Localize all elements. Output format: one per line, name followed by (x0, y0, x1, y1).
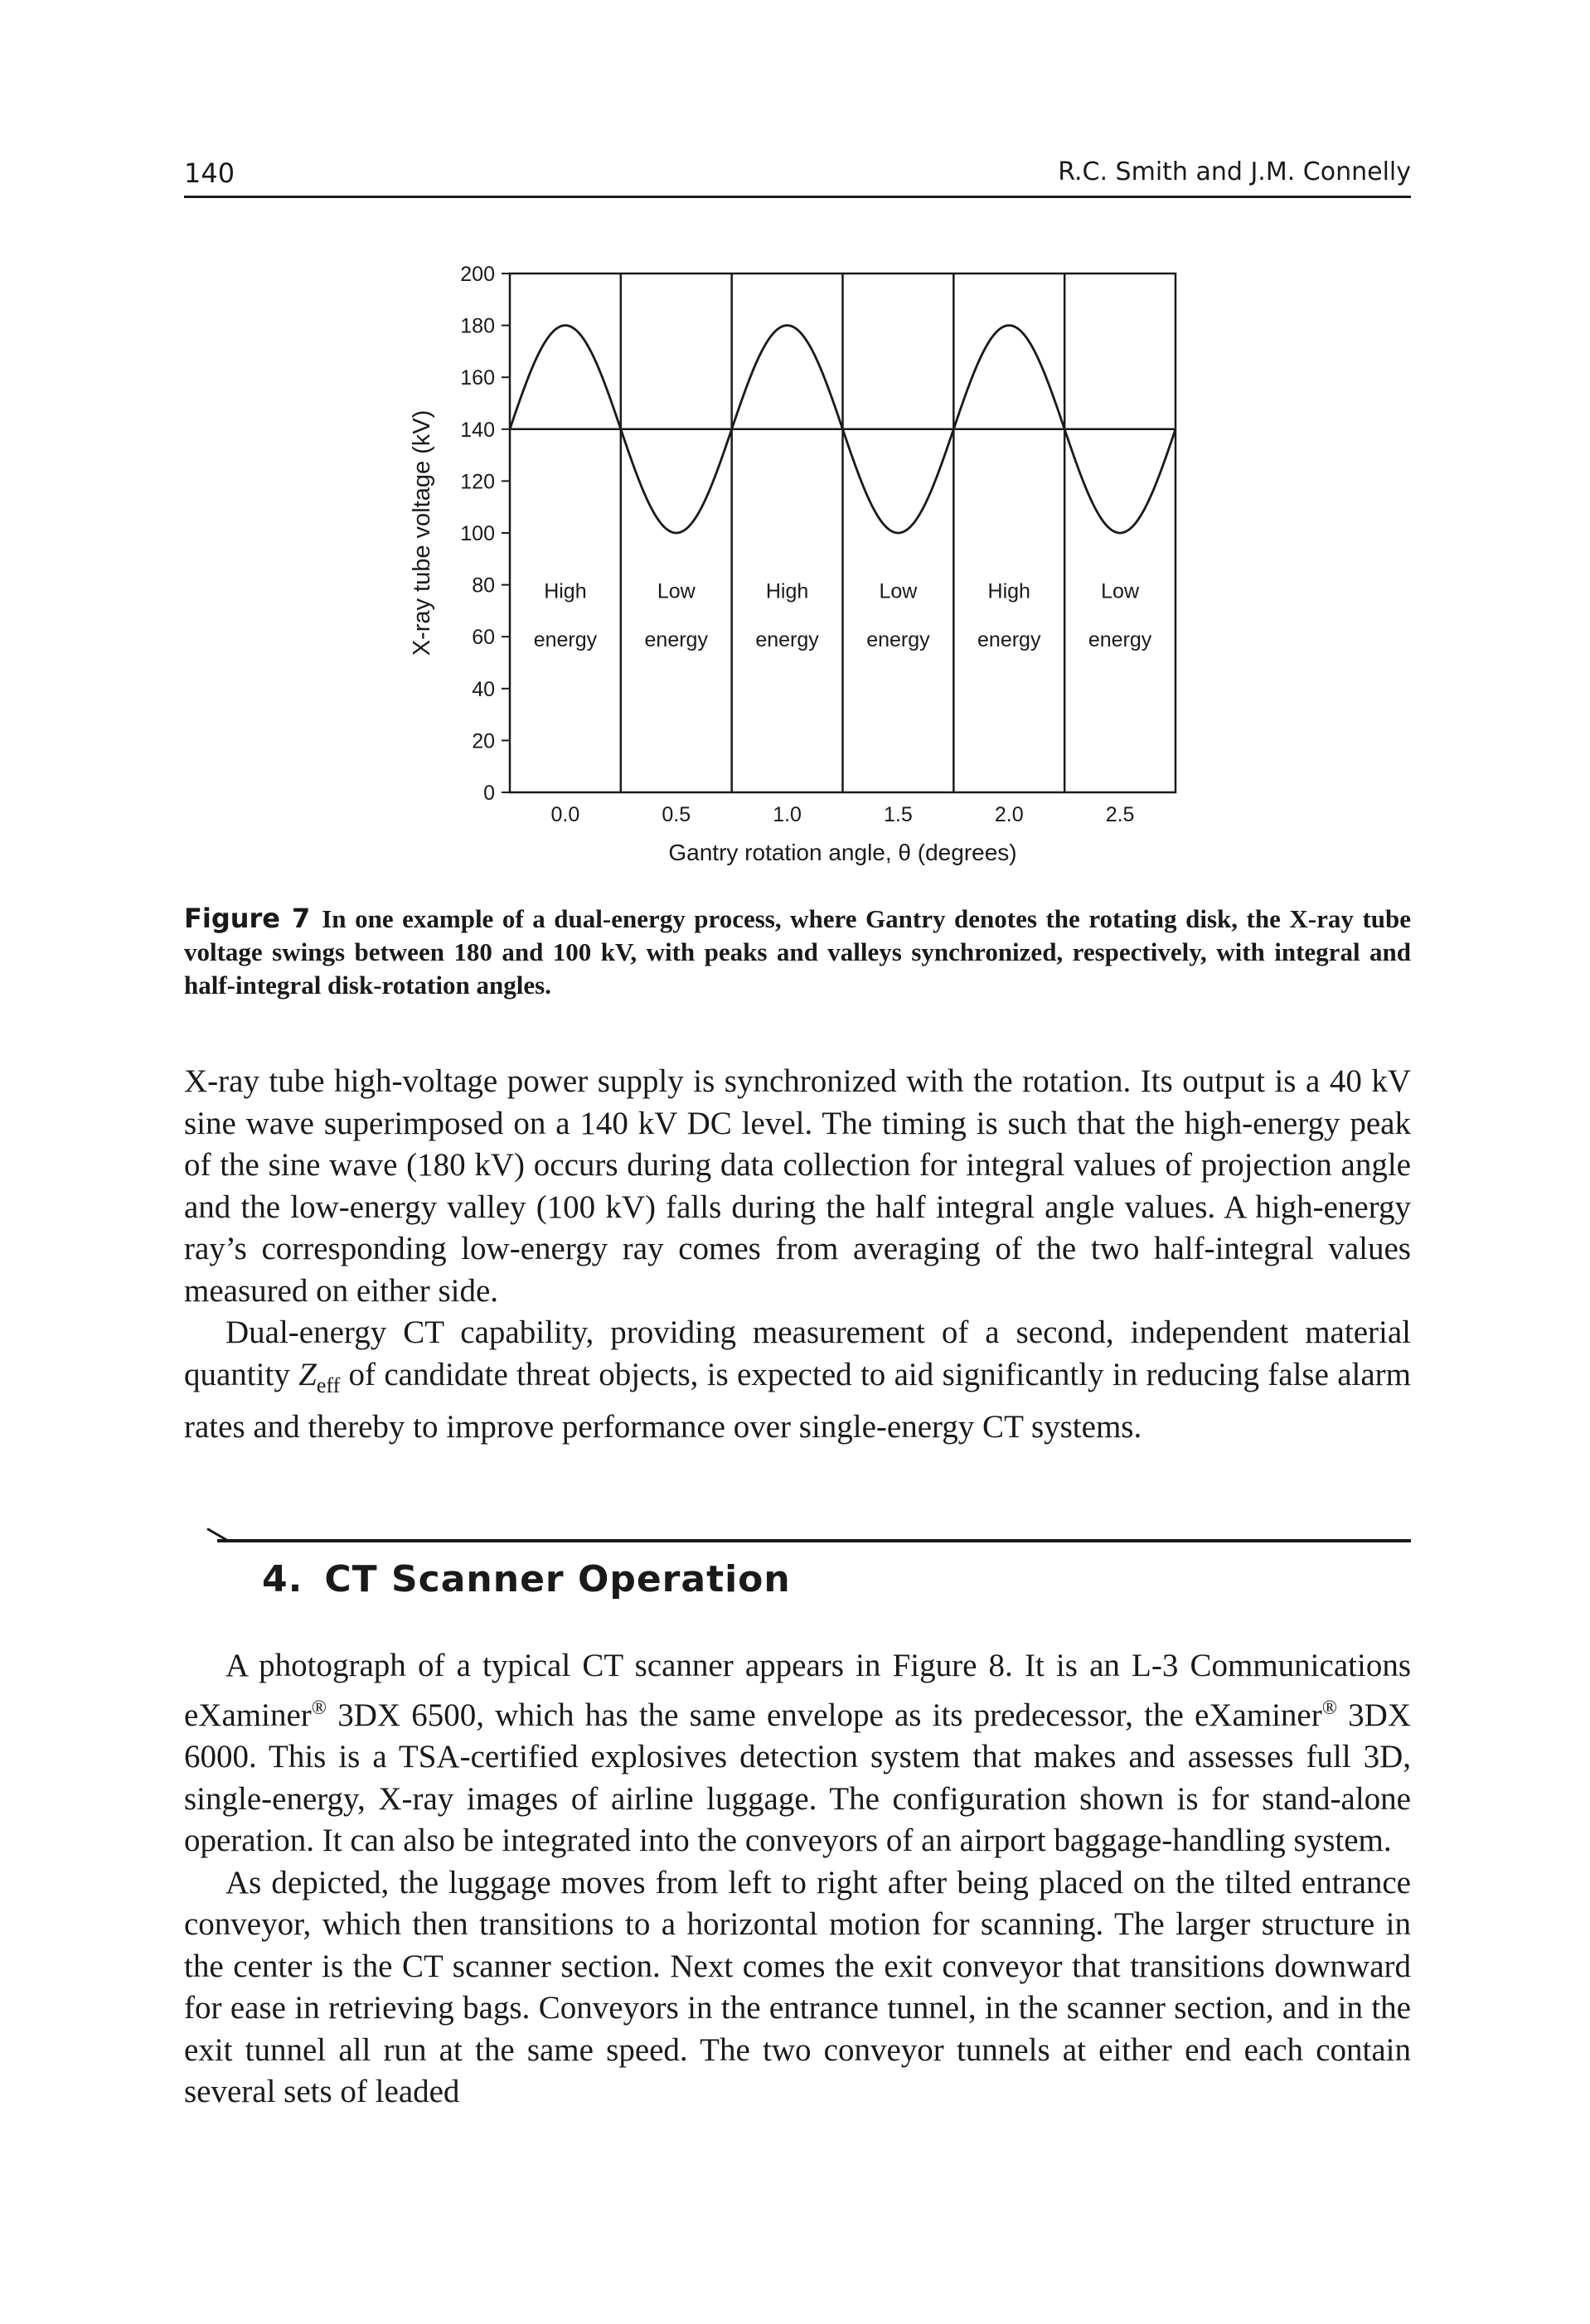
y-tick-label: 180 (460, 315, 495, 338)
paragraph-1: X-ray tube high-voltage power supply is … (184, 1063, 1411, 1309)
voltage-series-line (508, 324, 1177, 535)
x-tick-label: 0.0 (551, 803, 580, 826)
region-label-line1: High (988, 580, 1030, 603)
registered-mark: ® (1321, 1697, 1337, 1719)
section-4-paragraph-2: As depicted, the luggage moves from left… (184, 1864, 1411, 2110)
y-tick-label: 0 (483, 782, 495, 805)
chart-dividers (510, 274, 1176, 792)
voltage-chart: 0 20 40 60 80 100 120 140 160 180 200 0.0 0.5 1.0 1.5 2… (409, 263, 1177, 865)
region-label-line2: energy (866, 628, 930, 651)
body-section-3: X-ray tube high-voltage power supply is … (184, 1061, 1411, 1448)
paragraph-2: Dual-energy CT capability, providing mea… (184, 1312, 1411, 1448)
section-title: CT Scanner Operation (324, 1558, 791, 1600)
region-label-line2: energy (755, 628, 819, 651)
section-4-paragraph-1: A photograph of a typical CT scanner app… (184, 1645, 1411, 1862)
y-tick-label: 60 (472, 626, 495, 649)
running-head: 140 R.C. Smith and J.M. Connelly (184, 157, 1411, 196)
y-tick-label: 40 (472, 678, 495, 701)
x-tick-label: 0.5 (662, 803, 691, 826)
header-rule (184, 196, 1411, 198)
y-tick-label: 160 (460, 366, 495, 390)
page-number: 140 (184, 157, 235, 189)
y-axis-label: X-ray tube voltage (kV) (409, 410, 435, 656)
chart-series (508, 324, 1177, 535)
region-label-line2: energy (534, 628, 598, 651)
section-heading: 4. CT Scanner Operation (262, 1558, 791, 1600)
region-label-line2: energy (1088, 628, 1152, 651)
registered-mark: ® (311, 1697, 327, 1719)
s4p1-part-c: 3DX 6000. This is a TSA-certified explos… (184, 1697, 1411, 1859)
region-label-line2: energy (645, 628, 709, 651)
region-label-line1: Low (879, 580, 918, 603)
x-tick-label: 1.0 (773, 803, 802, 826)
y-tick-label: 120 (460, 470, 495, 493)
y-tick-label: 100 (460, 522, 495, 545)
figure-label: Figure 7 (184, 903, 311, 934)
body-section-4: A photograph of a typical CT scanner app… (184, 1645, 1411, 2113)
x-axis-label: Gantry rotation angle, θ (degrees) (668, 840, 1016, 865)
x-tick-label: 2.5 (1106, 803, 1135, 826)
chart-labels: High energy Low energy High energy Low energy Hi… (534, 580, 1152, 652)
region-label-line2: energy (977, 628, 1041, 651)
section-number: 4. (262, 1558, 303, 1600)
zeff-subscript: eff (316, 1373, 341, 1397)
region-label-line1: High (544, 580, 586, 603)
y-tick-label: 140 (460, 419, 495, 442)
chart-axes: 0 20 40 60 80 100 120 140 160 180 200 0.0 0.5 1.0 1.5 2… (409, 263, 1177, 865)
region-label-line1: Low (1101, 580, 1140, 603)
zeff-symbol: Z (298, 1356, 317, 1392)
region-label-line1: Low (657, 580, 696, 603)
running-head-authors: R.C. Smith and J.M. Connelly (1058, 157, 1411, 186)
y-tick-label: 80 (472, 574, 495, 598)
figure-caption-text: In one example of a dual-energy process,… (184, 904, 1412, 1000)
section-rule (217, 1539, 1411, 1542)
x-tick-label: 1.5 (884, 803, 913, 826)
y-tick-label: 200 (460, 263, 495, 286)
paragraph-2-part-a: Dual-energy CT capability, providing mea… (184, 1315, 1411, 1392)
x-tick-label: 2.0 (995, 803, 1024, 826)
paragraph-2-part-b: of candidate threat objects, is expected… (184, 1356, 1411, 1445)
region-label-line1: High (766, 580, 808, 603)
s4p1-part-a: A photograph of a typical CT scanner app… (184, 1648, 1411, 1733)
s4p1-part-b: 3DX 6500, which has the same envelope as… (327, 1697, 1322, 1733)
y-tick-label: 20 (472, 729, 495, 753)
